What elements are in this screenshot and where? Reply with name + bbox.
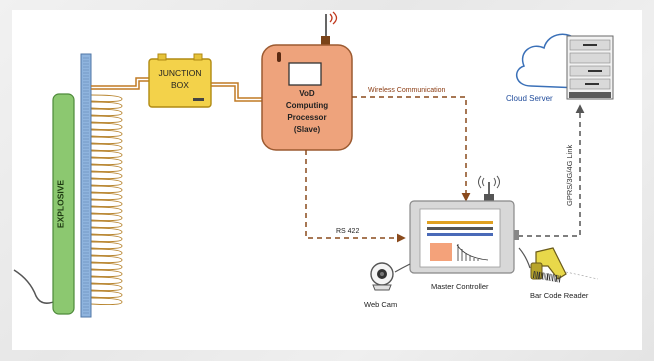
probe-rod bbox=[80, 53, 92, 318]
wire-loop bbox=[90, 164, 123, 173]
wire-loop bbox=[90, 129, 123, 138]
wire-loop bbox=[90, 136, 123, 145]
wire-loop bbox=[90, 178, 123, 187]
wire-loop bbox=[90, 213, 123, 222]
bar-code-reader-label: Bar Code Reader bbox=[530, 291, 589, 300]
explosive-column: EXPLOSIVE bbox=[52, 93, 75, 315]
wire-loop bbox=[90, 241, 123, 250]
wire-loop bbox=[90, 234, 123, 243]
rs422-label: RS 422 bbox=[336, 228, 359, 235]
wire-loop bbox=[90, 150, 123, 159]
controller-wireless-icon bbox=[478, 175, 500, 189]
master-controller: Master Controller bbox=[409, 175, 519, 291]
barcode-icon bbox=[532, 271, 561, 283]
wire-loop bbox=[90, 122, 123, 131]
wire-loop bbox=[90, 227, 123, 236]
resistance-wire-loops bbox=[90, 94, 123, 306]
junction-to-vod-wire bbox=[211, 82, 262, 99]
wire-loop bbox=[90, 255, 123, 264]
wire-loop bbox=[90, 94, 123, 103]
junction-label-line2: BOX bbox=[171, 80, 189, 90]
vod-label-line3: Processor bbox=[287, 113, 326, 122]
bar-code-reader: Bar Code Reader bbox=[518, 247, 599, 300]
wire-loop bbox=[90, 101, 123, 110]
vod-label-line2: Computing bbox=[286, 101, 328, 110]
vod-label-line4: (Slave) bbox=[294, 125, 321, 134]
junction-label-line1: JUNCTION bbox=[159, 68, 202, 78]
cloud-server: Cloud Server bbox=[506, 33, 614, 103]
rs422-link-line bbox=[305, 150, 406, 243]
wire-loop bbox=[90, 206, 123, 215]
master-controller-label: Master Controller bbox=[431, 282, 489, 291]
wire-loop bbox=[90, 262, 123, 271]
web-cam-label: Web Cam bbox=[364, 300, 397, 309]
gprs-link-label: GPRS/3G/4G Link bbox=[565, 144, 574, 206]
probe-to-junction-wire bbox=[91, 77, 150, 87]
wire-loop bbox=[90, 290, 123, 299]
wire-loop bbox=[90, 108, 123, 117]
vod-label-line1: VoD bbox=[299, 89, 315, 98]
junction-box: JUNCTION BOX bbox=[148, 53, 212, 108]
gprs-link-line bbox=[518, 104, 585, 237]
wireless-link-line bbox=[352, 96, 471, 202]
cloud-server-label: Cloud Server bbox=[506, 94, 553, 103]
server-rack-icon bbox=[566, 35, 614, 100]
wire-loop bbox=[90, 269, 123, 278]
wire-loop bbox=[90, 115, 123, 124]
wire-loop bbox=[90, 297, 123, 306]
wireless-label: Wireless Communication bbox=[368, 87, 446, 94]
wire-loop bbox=[90, 220, 123, 229]
wire-loop bbox=[90, 283, 123, 292]
vod-display bbox=[288, 62, 322, 86]
wireless-signal-icon bbox=[329, 11, 338, 25]
wire-loop bbox=[90, 276, 123, 285]
wire-loop bbox=[90, 248, 123, 257]
wire-loop bbox=[90, 157, 123, 166]
wire-loop bbox=[90, 185, 123, 194]
web-cam: Web Cam bbox=[364, 262, 411, 309]
waveform-icon bbox=[456, 244, 489, 261]
wire-loop bbox=[90, 171, 123, 180]
vod-processor: VoD Computing Processor (Slave) bbox=[261, 11, 353, 151]
detonator-cable bbox=[13, 269, 59, 304]
wire-loop bbox=[90, 192, 123, 201]
wire-loop bbox=[90, 199, 123, 208]
explosive-label: EXPLOSIVE bbox=[56, 180, 66, 229]
wire-loop bbox=[90, 143, 123, 152]
